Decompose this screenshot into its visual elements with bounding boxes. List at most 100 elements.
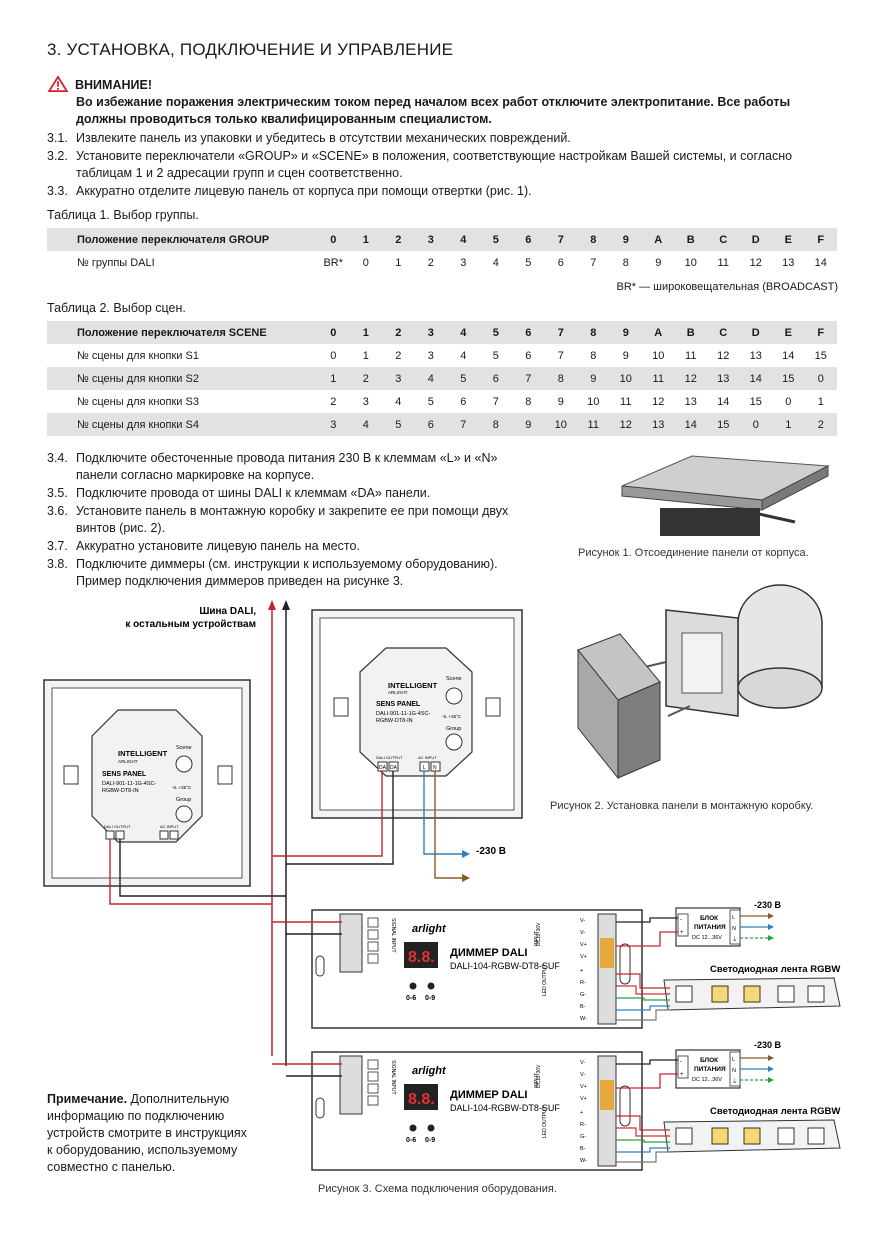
dali-bus-label: к остальным устройствам — [125, 619, 256, 630]
arrow-right-icon — [462, 850, 470, 858]
led-strip-1 — [663, 977, 841, 1011]
table-cell: 8 — [525, 395, 532, 408]
table-cell: 7 — [512, 367, 545, 390]
arrow-right-icon — [768, 1066, 774, 1072]
table-cell: 7 — [590, 256, 597, 269]
table-cell: 14 — [814, 256, 827, 269]
note-line: устройств смотрите в инструкциях — [47, 1126, 247, 1140]
table-cell: 0 — [362, 256, 369, 269]
table-cell: 12 — [717, 349, 730, 362]
brand-sub-text: ARLIGHT — [388, 690, 408, 695]
table-cell: 11 — [685, 349, 697, 362]
input-volt-label: DC12-36V — [536, 1064, 542, 1088]
table-col-header: 6 — [512, 228, 545, 251]
arlight-logo: arlight — [412, 1065, 447, 1077]
brand-text: INTELLIGENT — [388, 681, 438, 690]
step-text: винтов (рис. 2). — [76, 521, 166, 535]
sens-panel-left: INTELLIGENT ARLIGHT SENS PANEL DALI-901-… — [43, 679, 251, 887]
steps-bottom: 3.4. Подключите обесточенные провода пит… — [47, 450, 577, 590]
step-text: Установите панель в монтажную коробку и … — [76, 504, 509, 518]
led-strip-label: Светодиодная лента RGBW — [710, 964, 840, 975]
panel-model: RGBW-DT8-IN — [376, 718, 413, 724]
temp-label: -5..+35°C — [172, 785, 192, 790]
table-col-header: F — [804, 228, 837, 251]
table-col-header: 0 — [317, 321, 350, 344]
table-cell: 4 — [460, 349, 467, 362]
terminal-label: G- — [580, 1134, 586, 1140]
table-cell: 3 — [317, 413, 350, 436]
step-number: 3.5. — [47, 486, 68, 500]
table-cell: 0 — [785, 395, 792, 408]
table-row: № сцены для кнопки S3 2 3 4 5 6 7 8 9 10… — [47, 390, 837, 413]
voltage-label: -230 В — [754, 1040, 782, 1050]
figure-1-drawing — [621, 455, 830, 536]
table-cell: 10 — [587, 395, 600, 408]
terminal-label: B- — [580, 1004, 586, 1010]
table-cell: 7 — [557, 349, 564, 362]
table-col-header: 2 — [382, 321, 415, 344]
psu-label: ПИТАНИЯ — [694, 1066, 726, 1073]
note-title: Примечание. — [47, 1092, 128, 1106]
note-line: к оборудованию, используемому — [47, 1143, 238, 1157]
table-cell: 3 — [460, 256, 467, 269]
input-label: INPUT — [534, 931, 540, 946]
table-cell: 8 — [544, 367, 577, 390]
table-row: № сцены для кнопки S2 1 2 3 4 5 6 7 8 9 … — [47, 367, 837, 390]
note-line: Примечание. Дополнительную — [47, 1091, 297, 1108]
knob-icon — [409, 982, 417, 990]
psu-label: БЛОК — [700, 1057, 718, 1064]
table-col-header: F — [804, 321, 837, 344]
table-cell: 13 — [749, 349, 762, 362]
power-supply-1: - + БЛОК ПИТАНИЯ DC 12...36V L N ⏚ — [675, 907, 741, 947]
step-number: 3.8. — [47, 557, 68, 571]
table-cell: 9 — [577, 367, 610, 390]
table-cell: 1 — [395, 256, 402, 269]
table-cell: 1 — [362, 349, 369, 362]
arrow-right-icon — [768, 1055, 774, 1061]
section-heading: 3. УСТАНОВКА, ПОДКЛЮЧЕНИЕ И УПРАВЛЕНИЕ — [47, 40, 454, 59]
table-cell: 13 — [684, 395, 697, 408]
table-row-label: № сцены для кнопки S4 — [47, 413, 317, 436]
arrow-right-icon — [768, 1077, 774, 1083]
dali-bus-label: Шина DALI, — [199, 606, 256, 617]
arrow-right-icon — [768, 935, 774, 941]
note-text: Дополнительную — [127, 1092, 230, 1106]
table-cell: 4 — [414, 367, 447, 390]
step-number: 3.3. — [47, 184, 68, 198]
panel-model: RGBW-DT8-IN — [102, 788, 139, 794]
knob-label: 0-9 — [425, 1137, 435, 1144]
step-text: Подключите обесточенные провода питания … — [76, 451, 498, 465]
table-cell: 4 — [395, 395, 402, 408]
table-cell: 9 — [557, 395, 564, 408]
step-text: панели согласно маркировке на корпусе. — [76, 468, 315, 482]
group-table: Положение переключателя GROUP 0 1 2 3 4 … — [47, 228, 837, 274]
psu-term-n: N — [732, 1068, 736, 1074]
wiring-diagram: Шина DALI, к остальным устройствам INTEL… — [43, 600, 841, 1171]
terminal-label: V- — [580, 1072, 585, 1078]
table-row-label: № группы DALI — [77, 256, 155, 269]
group-switch-icon — [445, 733, 463, 751]
led-output-label: LED OUTPUT — [542, 964, 548, 996]
table-col-header: A — [642, 228, 675, 251]
warning-line: должны проводиться только квалифицирован… — [76, 112, 492, 126]
table-cell: 2 — [349, 367, 382, 390]
table-cell: 0 — [330, 349, 337, 362]
table-cell: 1 — [772, 413, 805, 436]
psu-plus: + — [680, 930, 684, 936]
dimmer-model: DALI-104-RGBW-DT8-SUF — [450, 1103, 560, 1113]
table-cell: 10 — [609, 367, 642, 390]
step-number: 3.1. — [47, 131, 68, 145]
table-cell: 14 — [674, 413, 707, 436]
table-col-header: 9 — [609, 321, 642, 344]
table-cell: 7 — [492, 395, 499, 408]
table-cell: 15 — [707, 413, 740, 436]
knob-label: 0-9 — [425, 995, 435, 1002]
terminal-label: V+ — [580, 1096, 587, 1102]
table-cell: 7 — [447, 413, 480, 436]
table-col-header: 3 — [414, 321, 447, 344]
table-col-header: D — [739, 228, 772, 251]
panel-title: SENS PANEL — [376, 701, 421, 708]
table-cell: 2 — [395, 349, 402, 362]
table-cell: 0 — [804, 367, 837, 390]
step-text: Аккуратно отделите лицевую панель от кор… — [76, 184, 532, 198]
